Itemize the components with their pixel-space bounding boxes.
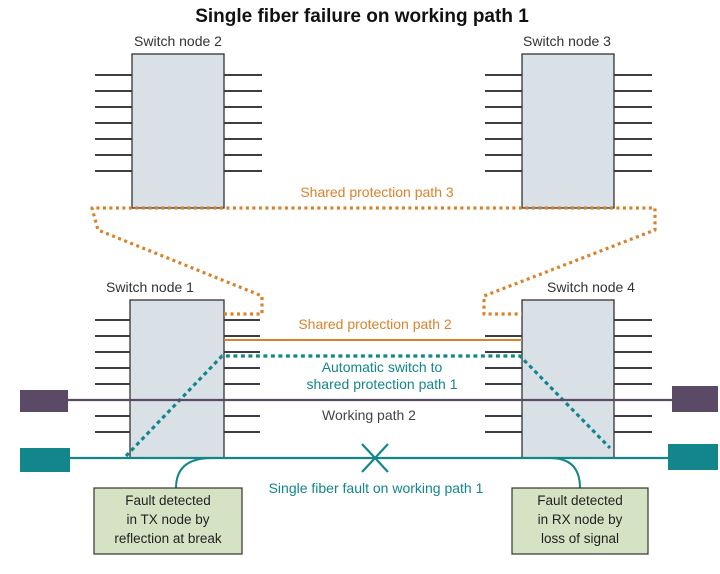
tx-detection-connector	[175, 457, 213, 489]
switch-node-2	[131, 53, 225, 209]
working-path-2-left-terminal	[20, 390, 68, 412]
automatic-switch-label-line2: shared protection path 1	[307, 376, 458, 392]
switch-node-4	[521, 299, 615, 459]
shared-protection-path-3	[90, 206, 657, 316]
shared-protection-path-1	[124, 354, 612, 458]
node2-ports	[95, 74, 262, 172]
rx-box-line3: loss of signal	[541, 531, 619, 546]
switch-node-1-label: Switch node 1	[106, 279, 194, 295]
single-fiber-fault-label: Single fiber fault on working path 1	[269, 480, 484, 496]
working-path-1-left-terminal	[20, 448, 70, 472]
automatic-switch-label-line1: Automatic switch to	[322, 359, 443, 375]
switch-node-3	[521, 53, 615, 209]
tx-box-line1: Fault detected	[125, 493, 211, 508]
working-path-1-right-terminal	[668, 444, 718, 470]
switch-node-1	[129, 299, 225, 459]
rx-box-line2: in RX node by	[538, 512, 623, 527]
rx-box-line1: Fault detected	[537, 493, 623, 508]
diagram-title: Single fiber failure on working path 1	[195, 6, 529, 27]
shared-protection-path-2-label: Shared protection path 2	[298, 316, 452, 332]
node1-ports	[95, 319, 260, 433]
tx-box-line2: in TX node by	[126, 512, 209, 527]
tx-box-line3: reflection at break	[114, 531, 222, 546]
switch-node-4-label: Switch node 4	[547, 279, 635, 295]
switch-node-3-label: Switch node 3	[523, 33, 611, 49]
node3-ports	[485, 74, 652, 172]
working-path-2-right-terminal	[672, 386, 718, 412]
node4-ports	[485, 319, 652, 433]
working-path-2-label: Working path 2	[322, 407, 416, 423]
tx-fault-detection-box	[93, 487, 243, 555]
rx-fault-detection-box	[511, 487, 649, 555]
rx-detection-connector	[549, 457, 581, 489]
fault-x-marker	[361, 443, 389, 473]
shared-protection-path-3-label: Shared protection path 3	[300, 184, 454, 200]
switch-node-2-label: Switch node 2	[134, 33, 222, 49]
